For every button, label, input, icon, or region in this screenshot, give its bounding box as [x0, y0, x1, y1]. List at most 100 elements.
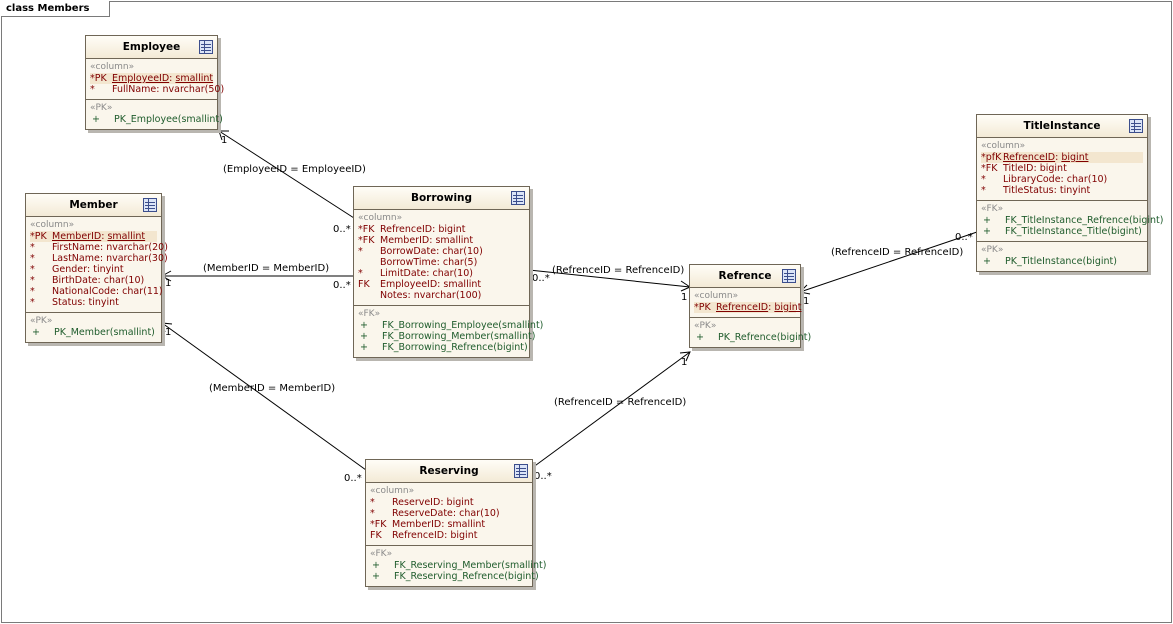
arrowhead-member-borrowing — [160, 270, 172, 282]
column-key-marker: * — [358, 246, 363, 257]
column-row[interactable]: *TitleStatus: tinyint — [981, 185, 1143, 196]
column-name: NationalCode — [52, 286, 116, 297]
column-key-marker: * — [30, 275, 35, 286]
column-name: RefrenceID — [716, 302, 769, 313]
operation-row[interactable]: +PK_Refrence(bigint) — [694, 332, 811, 343]
column-row[interactable]: Notes: nvarchar(100) — [358, 290, 525, 301]
section-stereotype: «column» — [30, 220, 75, 230]
column-row[interactable]: *LimitDate: char(10) — [358, 268, 525, 279]
connector-ref-titleinstance-line[interactable] — [799, 231, 978, 293]
operation-signature: FK_Borrowing_Employee(smallint) — [382, 320, 544, 331]
table-header[interactable]: Employee — [86, 36, 217, 59]
column-row[interactable]: *ReserveID: bigint — [370, 497, 528, 508]
column-separator: : — [432, 224, 439, 235]
operation-visibility: + — [360, 342, 368, 353]
column-name: RefrenceID — [380, 224, 433, 235]
column-separator: : — [1033, 163, 1040, 174]
operation-row[interactable]: +FK_Reserving_Refrence(bigint) — [370, 571, 539, 582]
operation-row[interactable]: +FK_TitleInstance_Refrence(bigint) — [981, 215, 1163, 226]
column-row[interactable]: *LastName: nvarchar(30) — [30, 253, 168, 264]
connector-member-borrowing-to-mult: 1 — [165, 278, 172, 289]
section-stereotype: «PK» — [30, 316, 53, 326]
column-row[interactable]: *ReserveDate: char(10) — [370, 508, 528, 519]
connector-employee-from-mult: 0..* — [333, 224, 351, 235]
connector-member-reserving-line[interactable] — [161, 322, 367, 471]
operation-visibility: + — [983, 215, 991, 226]
connector-ref-reserving-line[interactable] — [531, 351, 691, 469]
table-reserving[interactable]: Reserving«column»*ReserveID: bigint*Rese… — [365, 459, 546, 587]
operation-row[interactable]: +PK_Employee(smallint) — [90, 114, 223, 125]
column-key-marker — [358, 290, 380, 301]
column-key-marker: FK — [370, 530, 382, 541]
column-type: char(11) — [122, 286, 163, 297]
column-key-marker: *pfK — [981, 152, 1002, 163]
section-stereotype: «PK» — [981, 245, 1004, 255]
operation-row[interactable]: +PK_Member(smallint) — [30, 327, 157, 338]
operation-row[interactable]: +FK_Borrowing_Refrence(bigint) — [358, 342, 528, 353]
column-separator: : — [429, 235, 436, 246]
column-row[interactable]: *LibraryCode: char(10) — [981, 174, 1143, 185]
column-type: nvarchar(50) — [162, 84, 225, 95]
table-grid-icon — [782, 269, 796, 283]
connector-ref-borrowing-line[interactable] — [528, 269, 691, 288]
connector-employee-line[interactable] — [218, 130, 355, 219]
column-separator: : — [82, 297, 89, 308]
column-row[interactable]: BorrowTime: char(5) — [358, 257, 525, 268]
column-row[interactable]: *Status: tinyint — [30, 297, 157, 308]
table-header[interactable]: Refrence — [690, 265, 800, 288]
column-separator: : — [1060, 174, 1067, 185]
column-type: bigint — [450, 530, 478, 541]
column-key-marker: * — [370, 497, 375, 508]
column-separator: : — [156, 84, 163, 95]
column-name: FullName — [112, 84, 157, 95]
table-header[interactable]: Borrowing — [354, 187, 529, 210]
operation-row[interactable]: +PK_TitleInstance(bigint) — [981, 256, 1143, 267]
operation-signature: FK_Borrowing_Member(smallint) — [382, 331, 536, 342]
column-separator: : — [1055, 152, 1062, 163]
column-separator: : — [100, 242, 107, 253]
column-row[interactable]: *FullName: nvarchar(50) — [90, 84, 224, 95]
column-key-marker — [358, 257, 380, 268]
column-separator: : — [452, 508, 460, 519]
column-name: MemberID — [392, 519, 442, 530]
connector-ref-borrowing-to-mult: 1 — [681, 292, 688, 303]
table-header[interactable]: Member — [26, 194, 161, 217]
column-row[interactable]: *Gender: tinyint — [30, 264, 157, 275]
column-key-marker: * — [370, 508, 375, 519]
operation-visibility: + — [696, 332, 704, 343]
column-key-marker: *PK — [694, 302, 711, 313]
column-row[interactable]: *FirstName: nvarchar(20) — [30, 242, 168, 253]
operation-row[interactable]: +FK_Borrowing_Member(smallint) — [358, 331, 535, 342]
column-name: FirstName — [52, 242, 101, 253]
column-type: bigint — [438, 224, 466, 235]
operation-row[interactable]: +FK_Borrowing_Employee(smallint) — [358, 320, 543, 331]
table-header[interactable]: TitleInstance — [977, 115, 1147, 138]
column-row[interactable]: *BorrowDate: char(10) — [358, 246, 525, 257]
connector-ref-reserving-to-mult: 1 — [681, 357, 688, 368]
column-row[interactable]: *BirthDate: char(10) — [30, 275, 157, 286]
operation-row[interactable]: +FK_TitleInstance_Title(bigint) — [981, 226, 1143, 237]
column-row[interactable]: *NationalCode: char(11) — [30, 286, 163, 297]
connector-ref-borrowing-from-mult: 0..* — [532, 273, 550, 284]
connector-ref-titleinstance-label: (RefrenceID = RefrenceID) — [831, 247, 964, 258]
operation-row[interactable]: +FK_Reserving_Member(smallint) — [370, 560, 546, 571]
column-separator: : — [1053, 185, 1060, 196]
table-header[interactable]: Reserving — [366, 460, 532, 483]
table-section: «PK»+PK_Member(smallint) — [26, 313, 161, 342]
